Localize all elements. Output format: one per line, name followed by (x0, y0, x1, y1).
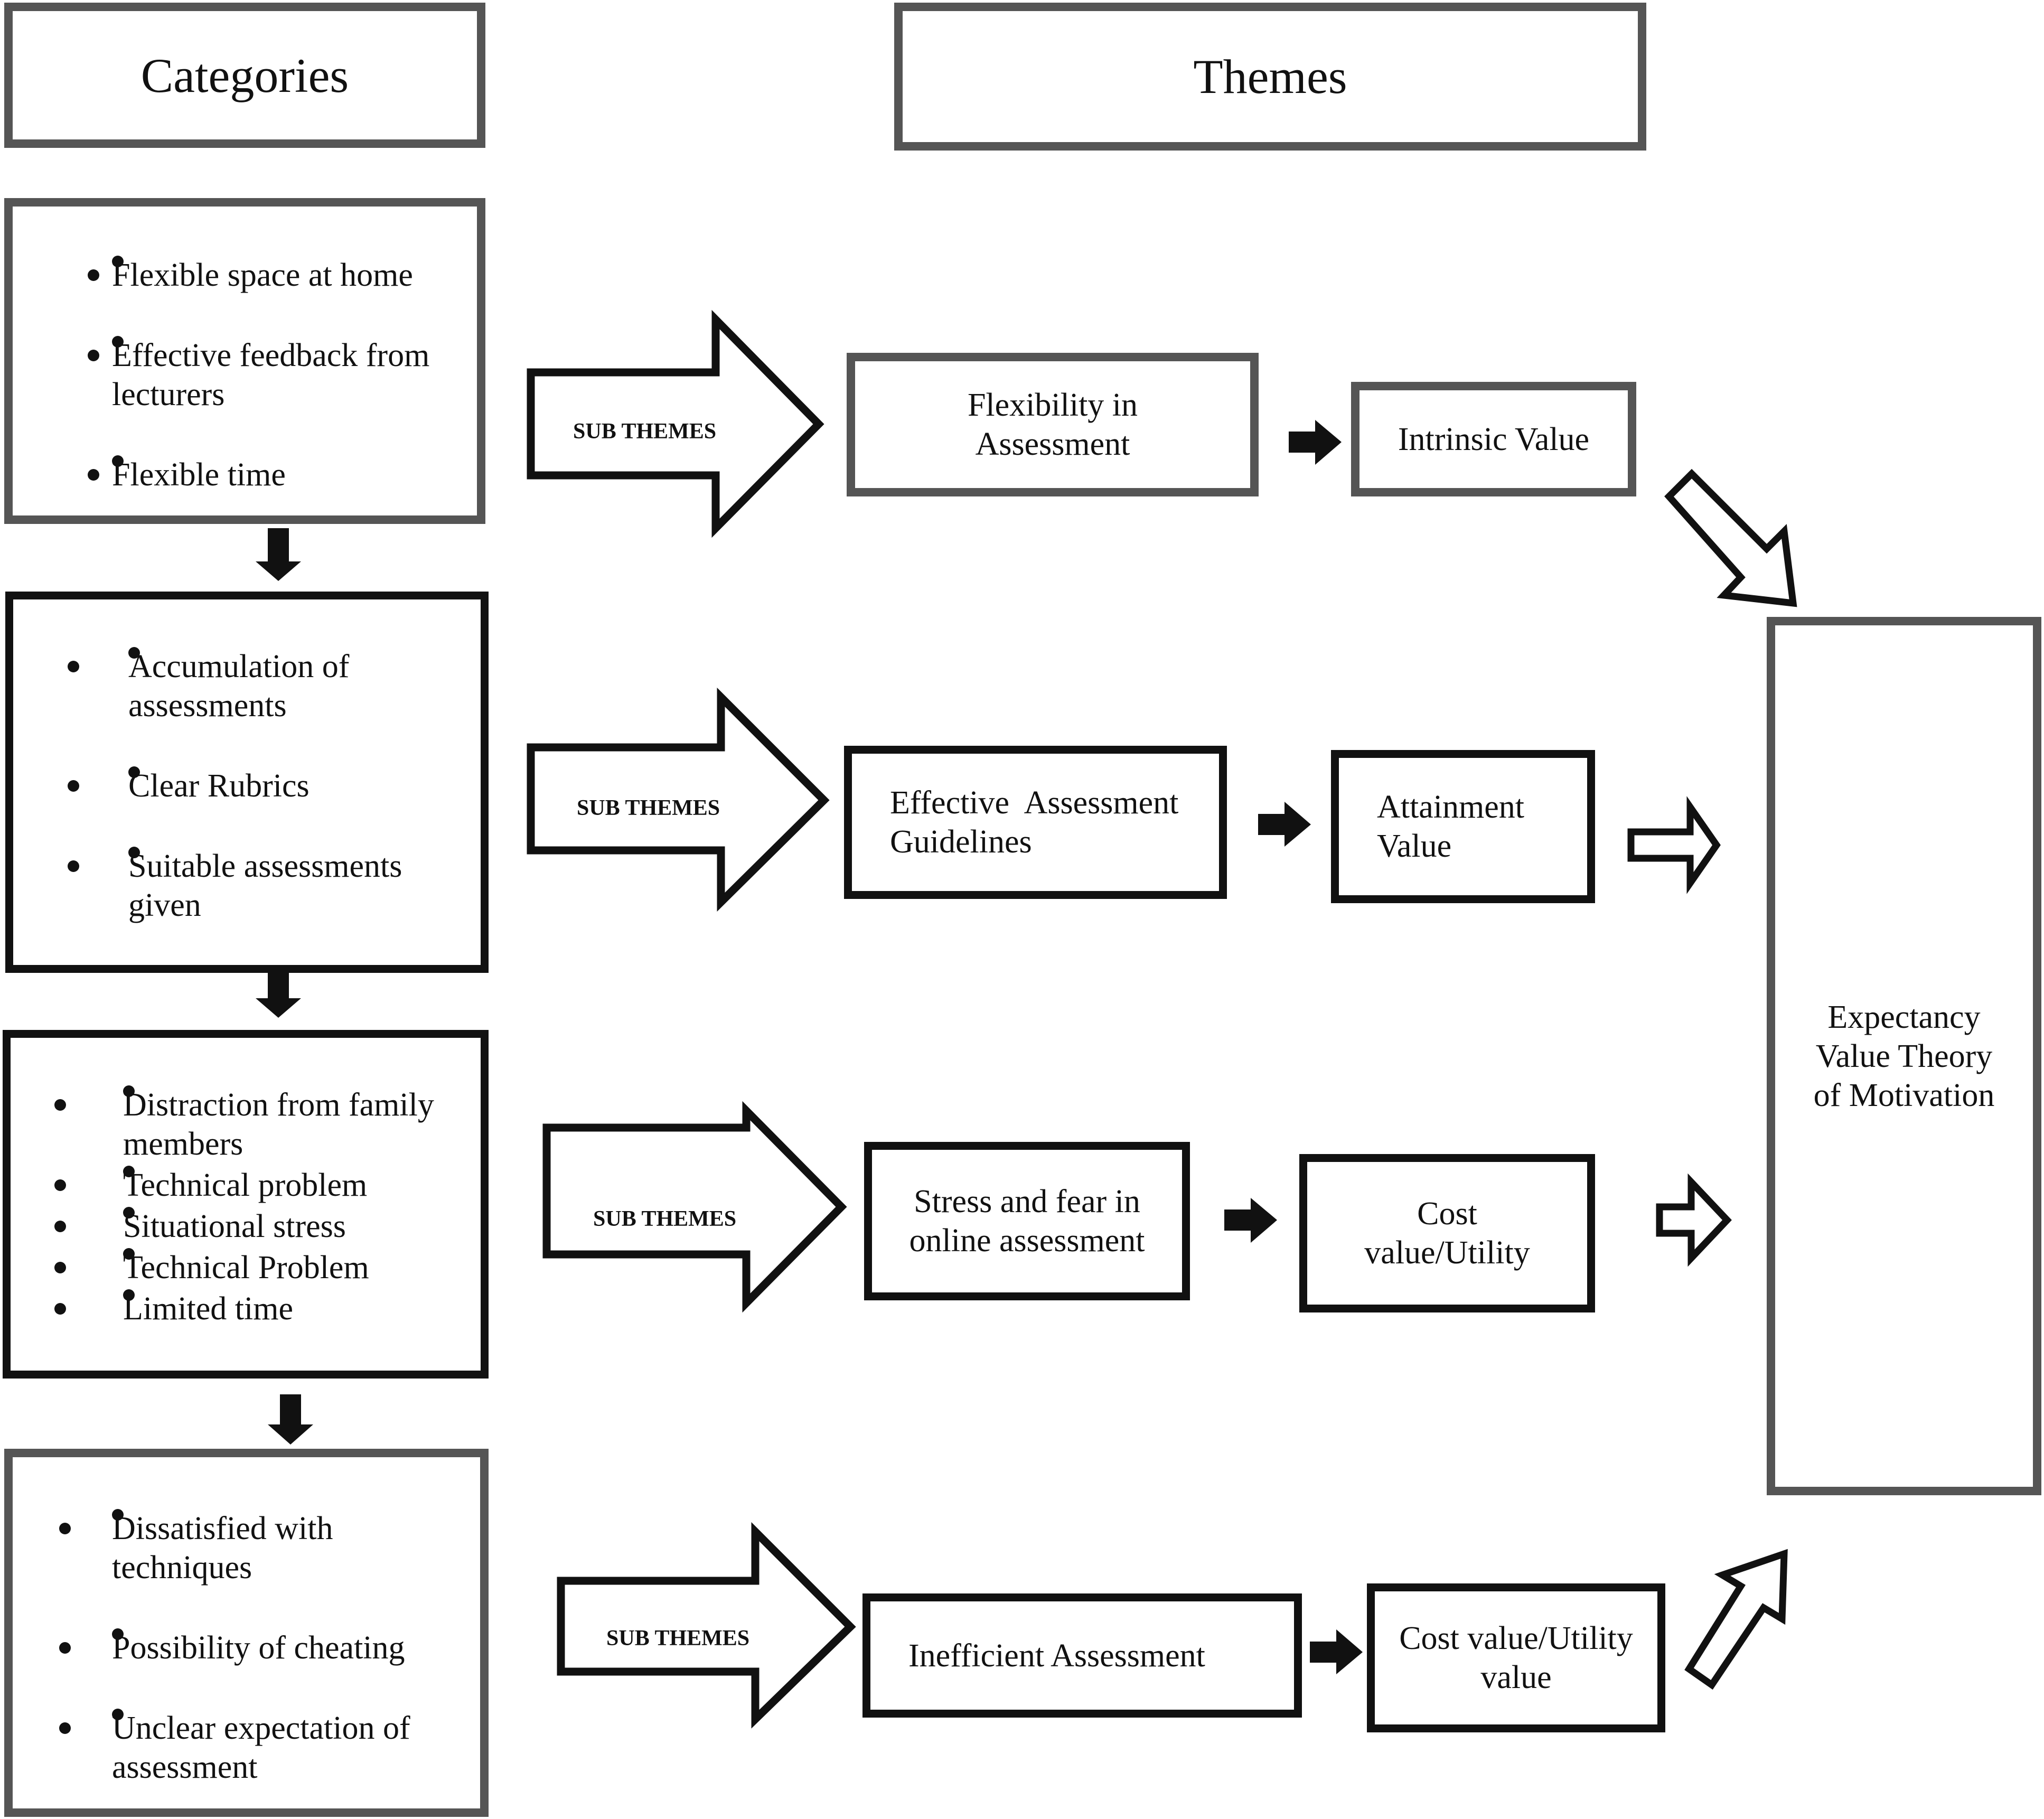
theme-box-2: Effective Assessment Guidelines (844, 746, 1227, 899)
sub-themes-arrow-4 (557, 1522, 856, 1729)
outcome-box: Expectancy Value Theory of Motivation (1767, 617, 2041, 1495)
sub-themes-label-3: SUB THEMES (593, 1207, 737, 1231)
category-item: Accumulation of assessments (68, 647, 477, 725)
theme-box-1: Flexibility in Assessment (847, 353, 1259, 496)
category-item: Effective feedback from lecturers (88, 336, 471, 414)
theme-label: Flexibility in Assessment (967, 387, 1138, 462)
outcome-label: Expectancy Value Theory of Motivation (1813, 999, 1995, 1113)
category-item: Distraction from family members (54, 1085, 487, 1164)
category-box-3: Distraction from family members Technica… (3, 1030, 489, 1379)
category-item: Dissatisfied with techniques (59, 1509, 476, 1587)
category-item: Clear Rubrics (68, 766, 477, 805)
theme-label: Inefficient Assessment (908, 1637, 1205, 1674)
value-box-2: Attainment Value (1331, 750, 1595, 903)
value-label: Attainment Value (1377, 789, 1524, 864)
category-item: Flexible time (88, 455, 471, 494)
sub-themes-label-2: SUB THEMES (577, 796, 720, 820)
value-label: Intrinsic Value (1398, 421, 1590, 457)
outcome-arrow-4 (1684, 1549, 1788, 1690)
sub-themes-arrow-1 (527, 310, 824, 538)
categories-header: Categories (4, 3, 485, 148)
category-item: Technical Problem (54, 1248, 487, 1287)
sub-themes-arrow-3b (542, 1101, 847, 1313)
down-arrow-2 (256, 967, 301, 1018)
sub-themes-label-4: SUB THEMES (606, 1626, 750, 1651)
category-item: Possibility of cheating (59, 1628, 476, 1667)
value-label: Cost value/Utility value (1399, 1620, 1633, 1695)
sub-themes-arrow-2 (527, 687, 830, 912)
category-box-4: Dissatisfied with techniques Possibility… (4, 1449, 489, 1817)
category-box-2: Accumulation of assessments Clear Rubric… (5, 592, 489, 973)
right-arrow-1 (1289, 420, 1342, 465)
sub-themes-label-1: SUB THEMES (573, 419, 717, 444)
theme-label: Stress and fear in online assessment (909, 1184, 1145, 1259)
category-item: Technical problem (54, 1166, 487, 1205)
outcome-arrow-1 (1664, 468, 1797, 607)
theme-label: Effective Assessment Guidelines (890, 785, 1187, 860)
down-arrow-3 (268, 1394, 313, 1445)
category-item: Flexible space at home (88, 256, 471, 295)
theme-box-3: Stress and fear in online assessment (864, 1142, 1190, 1300)
value-box-1: Intrinsic Value (1351, 382, 1636, 496)
value-box-4: Cost value/Utility value (1367, 1583, 1665, 1732)
themes-header: Themes (894, 3, 1646, 151)
category-item: Unclear expectation of assessment (59, 1709, 476, 1787)
themes-header-label: Themes (1193, 50, 1347, 104)
theme-box-4: Inefficient Assessment (862, 1593, 1302, 1718)
category-item: Suitable assessments given (68, 847, 477, 925)
right-arrow-4 (1310, 1629, 1363, 1674)
outcome-arrow-middle-2 (1656, 1173, 1732, 1267)
right-arrow-2 (1258, 802, 1311, 847)
right-arrow-3 (1224, 1198, 1277, 1243)
down-arrow-1 (256, 528, 301, 581)
categories-header-label: Categories (140, 48, 349, 102)
category-item: Situational stress (54, 1207, 487, 1246)
value-label: Cost value/Utility (1364, 1196, 1530, 1271)
category-box-1: Flexible space at home Effective feedbac… (4, 198, 485, 524)
category-item: Limited time (54, 1289, 487, 1328)
value-box-3: Cost value/Utility (1299, 1154, 1595, 1312)
outcome-arrow-middle-1 (1627, 796, 1721, 894)
